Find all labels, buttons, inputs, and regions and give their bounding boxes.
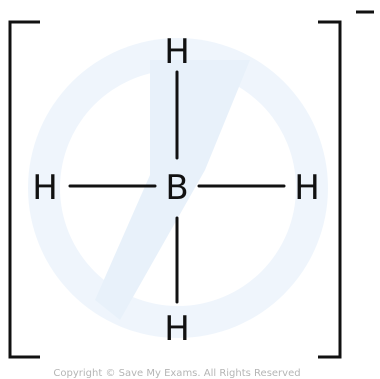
left-bracket	[8, 20, 40, 359]
watermark-logo-icon	[28, 38, 328, 338]
atom-central-boron: B	[165, 168, 188, 208]
atom-right-hydrogen: H	[294, 168, 320, 208]
copyright-notice: Copyright © Save My Exams. All Rights Re…	[53, 368, 300, 379]
atom-left-hydrogen: H	[32, 168, 58, 208]
atom-top-hydrogen: H	[164, 32, 190, 72]
right-bracket	[318, 20, 342, 359]
atom-bottom-hydrogen: H	[164, 309, 190, 349]
